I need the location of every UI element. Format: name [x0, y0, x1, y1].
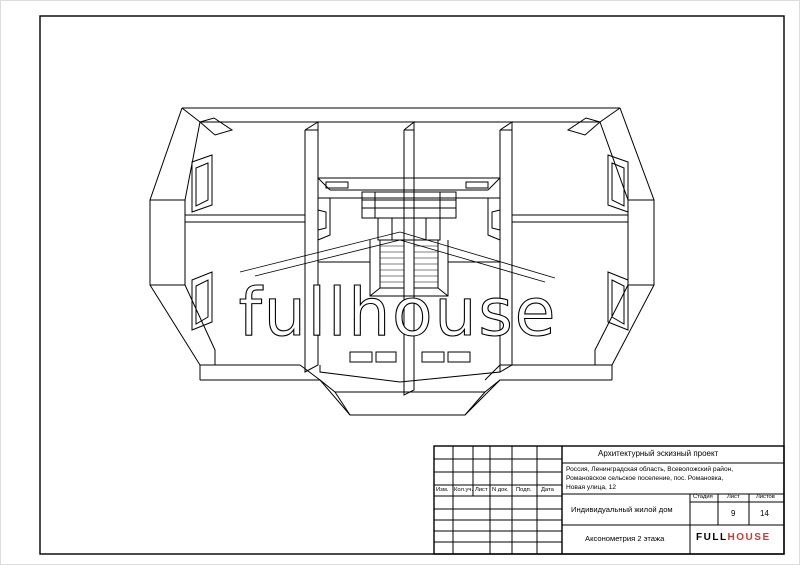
- company-logo: FULLHOUSE: [696, 533, 771, 543]
- column-label-data: Дата: [541, 487, 554, 493]
- column-label-n-dok: N док.: [492, 487, 509, 493]
- sheet-name: Аксонометрия 2 этажа: [585, 534, 665, 543]
- column-label-kol-uch: Кол.уч.: [454, 487, 473, 493]
- stage-label: Стадия: [693, 494, 713, 500]
- column-label-podp: Подп.: [516, 487, 532, 493]
- interior-partitions: [304, 120, 513, 396]
- project-title: Архитектурный эскизный проект: [598, 449, 719, 458]
- sheets-label: Листов: [756, 494, 775, 500]
- column-label-list: Лист: [475, 487, 488, 493]
- window-left-lower: [191, 271, 213, 331]
- roof-slope-lines: [239, 231, 556, 283]
- sheets-value: 14: [760, 509, 769, 518]
- central-hall: [317, 177, 501, 241]
- sheet-label: Лист: [727, 494, 740, 500]
- window-right-upper: [607, 154, 629, 213]
- address-line-3: Новая улица, 12: [566, 484, 617, 491]
- logo-text-house: HOUSE: [727, 532, 771, 543]
- address-line-1: Россия, Ленинградская область, Всеволожс…: [566, 466, 734, 473]
- window-right-lower: [607, 271, 629, 331]
- drawing-frame: [39, 15, 785, 555]
- window-left-upper: [191, 154, 213, 213]
- staircase: [318, 191, 500, 297]
- title-block: [433, 445, 785, 555]
- sheet-value: 9: [731, 509, 736, 518]
- watermark-text: fullhouse: [239, 274, 558, 351]
- column-label-izm: Изм.: [436, 487, 449, 493]
- address-line-2: Романовское сельское поселение, пос. Ром…: [566, 475, 724, 482]
- inner-wall-outline: [184, 121, 300, 366]
- logo-text-full: FULL: [696, 532, 728, 543]
- object-name: Индивидуальный жилой дом: [571, 505, 673, 514]
- axonometric-plan: [149, 107, 655, 416]
